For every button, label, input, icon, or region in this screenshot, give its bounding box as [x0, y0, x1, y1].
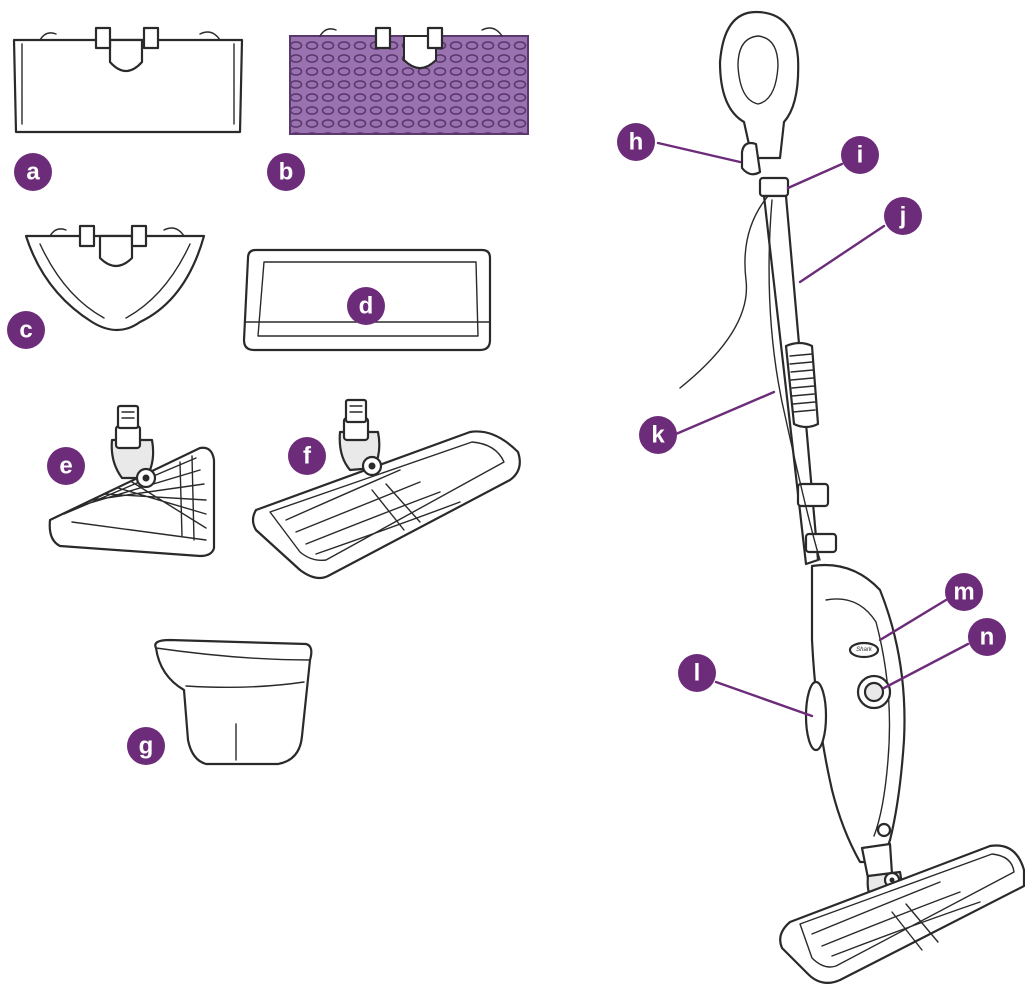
triangle-pad-c: [26, 226, 204, 330]
label-m: m: [945, 573, 983, 611]
leader-h: [658, 143, 740, 162]
label-f-text: f: [303, 443, 312, 470]
label-g-text: g: [139, 733, 154, 760]
label-i-text: i: [857, 142, 864, 169]
logo-text: Shark: [856, 647, 873, 653]
label-b: b: [267, 153, 305, 191]
measuring-cup-g: [155, 640, 311, 764]
label-c-text: c: [19, 317, 32, 344]
label-i: i: [841, 136, 879, 174]
label-h-text: h: [629, 129, 644, 156]
label-c: c: [7, 311, 45, 349]
label-d: d: [347, 287, 385, 325]
leader-k: [676, 392, 774, 434]
label-a: a: [14, 153, 52, 191]
label-f: f: [288, 437, 326, 475]
label-l: l: [678, 654, 716, 692]
label-g: g: [127, 727, 165, 765]
leader-j: [800, 226, 884, 282]
label-m-text: m: [953, 579, 974, 606]
label-e-text: e: [59, 453, 72, 480]
label-d-text: d: [359, 293, 374, 320]
label-l-text: l: [694, 660, 701, 687]
flat-pad-a: [14, 28, 242, 132]
label-b-text: b: [279, 159, 294, 186]
leader-i: [788, 164, 842, 188]
label-a-text: a: [26, 159, 40, 186]
rectangle-head-f: [253, 400, 520, 578]
label-j-text: j: [899, 203, 907, 230]
label-h: h: [617, 123, 655, 161]
label-e: e: [47, 447, 85, 485]
label-k: k: [639, 416, 677, 454]
scrubbing-pad-b: [290, 28, 528, 134]
label-n-text: n: [980, 624, 995, 651]
leader-l: [716, 682, 812, 716]
label-j: j: [884, 197, 922, 235]
label-n: n: [968, 618, 1006, 656]
label-k-text: k: [651, 422, 665, 449]
